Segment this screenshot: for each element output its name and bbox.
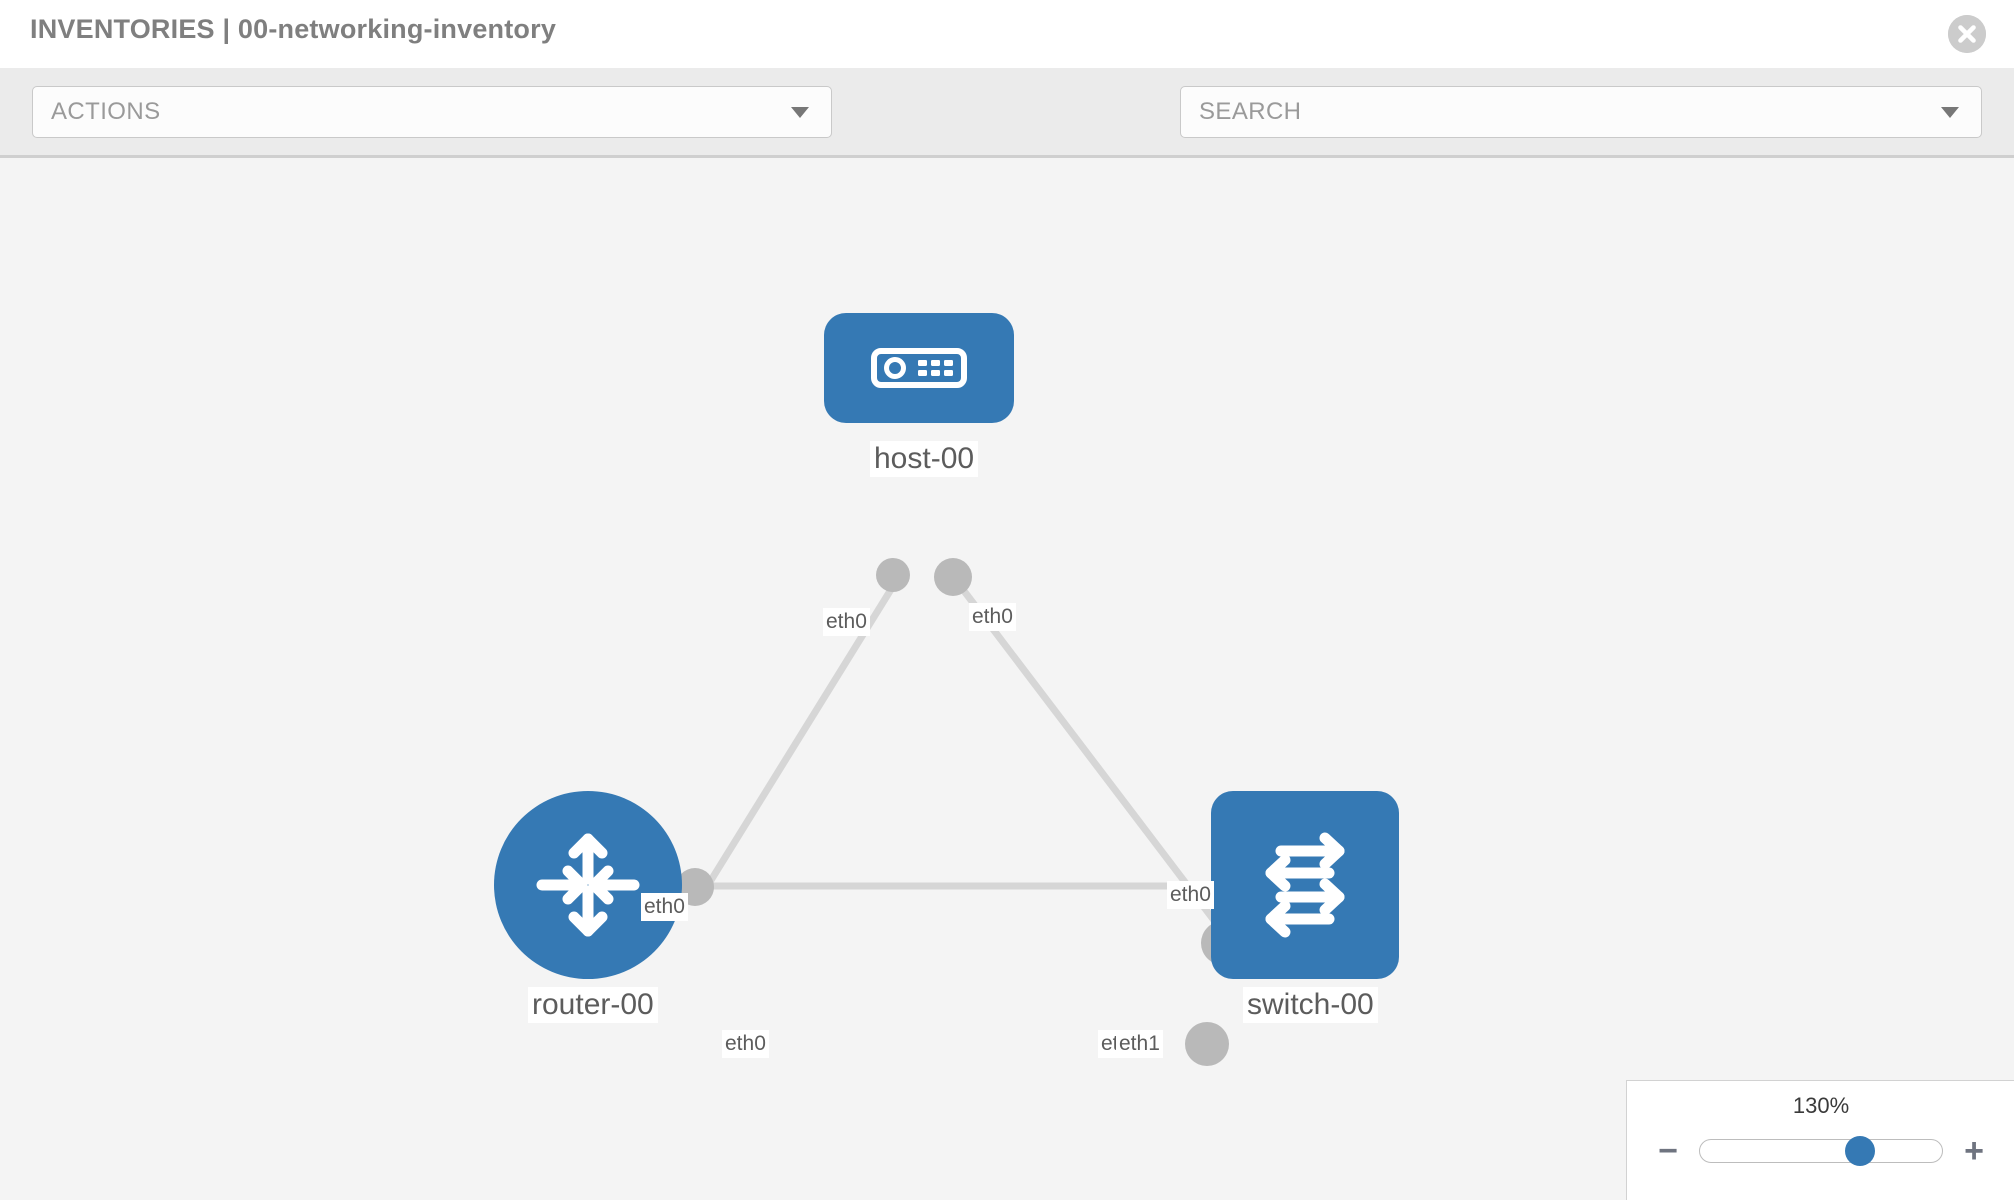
chevron-down-icon (791, 106, 809, 118)
page-title: INVENTORIES | 00-networking-inventory (30, 14, 557, 44)
node-label-router-00: router-00 (528, 987, 658, 1023)
search-placeholder: SEARCH (1199, 98, 1302, 125)
zoom-in-button[interactable]: + (1964, 1132, 1984, 1170)
node-host-00[interactable] (824, 313, 1014, 423)
node-switch-00[interactable] (1211, 791, 1399, 979)
node-router-00[interactable] (494, 791, 682, 979)
zoom-slider-thumb[interactable] (1844, 1136, 1875, 1166)
toolbar: ACTIONS SEARCH (0, 68, 2014, 195)
actions-dropdown-label: ACTIONS (51, 98, 161, 125)
four-arrows-icon (536, 833, 640, 937)
topology-canvas[interactable]: host-00 router-0 (0, 158, 2014, 1200)
close-icon[interactable] (1948, 15, 1986, 53)
interface-label: eth0 (823, 608, 870, 636)
node-label-switch-00: switch-00 (1243, 987, 1378, 1023)
page-header: INVENTORIES | 00-networking-inventory (0, 0, 2014, 68)
switch-arrows-icon (1265, 832, 1345, 938)
interface-label: eth0 (641, 893, 688, 921)
connector-nub-host-right[interactable] (934, 558, 972, 596)
interface-label: eth1 (1116, 1030, 1163, 1058)
interface-label: eth0 (1167, 881, 1214, 909)
actions-dropdown[interactable]: ACTIONS (32, 86, 832, 138)
interface-label: eth0 (969, 603, 1016, 631)
node-label-host-00: host-00 (870, 441, 979, 477)
topology-edges (697, 580, 1238, 951)
connector-nub-host-left[interactable] (876, 558, 910, 592)
server-appliance-icon (871, 348, 967, 388)
chevron-down-icon (1941, 106, 1959, 118)
connector-nub-switch-left[interactable] (1185, 1022, 1229, 1066)
search-input[interactable]: SEARCH (1180, 86, 1982, 138)
zoom-control-panel: 130% − + (1626, 1080, 2014, 1200)
zoom-slider[interactable] (1699, 1136, 1943, 1166)
zoom-out-button[interactable]: − (1658, 1132, 1678, 1170)
zoom-level-value: 130% (1792, 1093, 1850, 1118)
interface-label: eth0 (722, 1030, 769, 1058)
